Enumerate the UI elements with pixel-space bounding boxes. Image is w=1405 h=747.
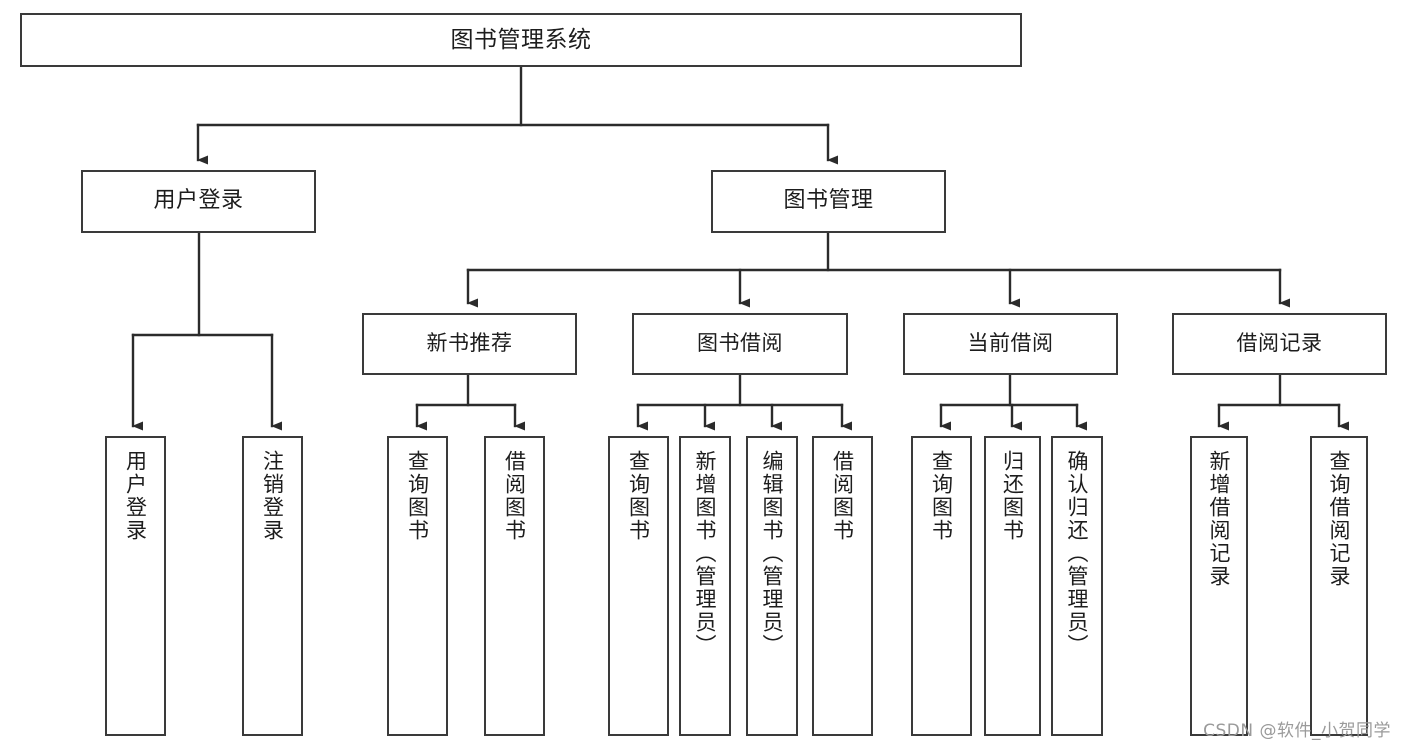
- node-leaf-user-logout-label: 注销登录: [260, 450, 285, 542]
- node-leaf-query-book-2[interactable]: 查询图书: [608, 436, 669, 736]
- watermark-label: CSDN @软件_小贺同学: [1203, 721, 1391, 741]
- node-book-manage-label: 图书管理: [783, 188, 874, 214]
- node-leaf-user-logout[interactable]: 注销登录: [242, 436, 303, 736]
- node-user-login-label: 用户登录: [153, 188, 244, 214]
- node-book-borrow-label: 图书借阅: [697, 331, 783, 356]
- node-book-manage[interactable]: 图书管理: [711, 170, 946, 233]
- node-leaf-borrow-book-1-label: 借阅图书: [502, 450, 527, 542]
- node-leaf-return-book-label: 归还图书: [1000, 450, 1025, 542]
- node-leaf-query-book-3-label: 查询图书: [929, 450, 954, 542]
- node-leaf-add-book[interactable]: 新增图书（管理员）: [679, 436, 731, 736]
- node-leaf-add-record[interactable]: 新增借阅记录: [1190, 436, 1248, 736]
- node-root-label: 图书管理系统: [450, 26, 592, 53]
- node-leaf-add-book-label: 新增图书（管理员）: [693, 450, 718, 657]
- node-borrow-record-label: 借阅记录: [1236, 331, 1323, 356]
- node-leaf-borrow-book-1[interactable]: 借阅图书: [484, 436, 545, 736]
- node-leaf-edit-book[interactable]: 编辑图书（管理员）: [746, 436, 798, 736]
- node-user-login[interactable]: 用户登录: [81, 170, 316, 233]
- node-leaf-query-book-3[interactable]: 查询图书: [911, 436, 972, 736]
- node-leaf-query-record-label: 查询借阅记录: [1327, 450, 1352, 588]
- node-leaf-borrow-book-2-label: 借阅图书: [830, 450, 855, 542]
- node-leaf-confirm-return[interactable]: 确认归还（管理员）: [1051, 436, 1103, 736]
- node-leaf-user-login[interactable]: 用户登录: [105, 436, 166, 736]
- node-leaf-query-book-1-label: 查询图书: [405, 450, 430, 542]
- node-leaf-add-record-label: 新增借阅记录: [1207, 450, 1232, 588]
- node-leaf-user-login-label: 用户登录: [123, 450, 148, 542]
- node-leaf-query-record[interactable]: 查询借阅记录: [1310, 436, 1368, 736]
- node-new-book-recommend-label: 新书推荐: [426, 331, 513, 356]
- node-current-borrow-label: 当前借阅: [967, 331, 1054, 356]
- node-leaf-query-book-2-label: 查询图书: [626, 450, 651, 542]
- node-leaf-query-book-1[interactable]: 查询图书: [387, 436, 448, 736]
- node-leaf-edit-book-label: 编辑图书（管理员）: [760, 450, 785, 657]
- node-leaf-borrow-book-2[interactable]: 借阅图书: [812, 436, 873, 736]
- node-leaf-return-book[interactable]: 归还图书: [984, 436, 1041, 736]
- node-book-borrow[interactable]: 图书借阅: [632, 313, 848, 375]
- node-borrow-record[interactable]: 借阅记录: [1172, 313, 1387, 375]
- node-leaf-confirm-return-label: 确认归还（管理员）: [1065, 450, 1090, 657]
- node-current-borrow[interactable]: 当前借阅: [903, 313, 1118, 375]
- node-new-book-recommend[interactable]: 新书推荐: [362, 313, 577, 375]
- node-root[interactable]: 图书管理系统: [20, 13, 1022, 67]
